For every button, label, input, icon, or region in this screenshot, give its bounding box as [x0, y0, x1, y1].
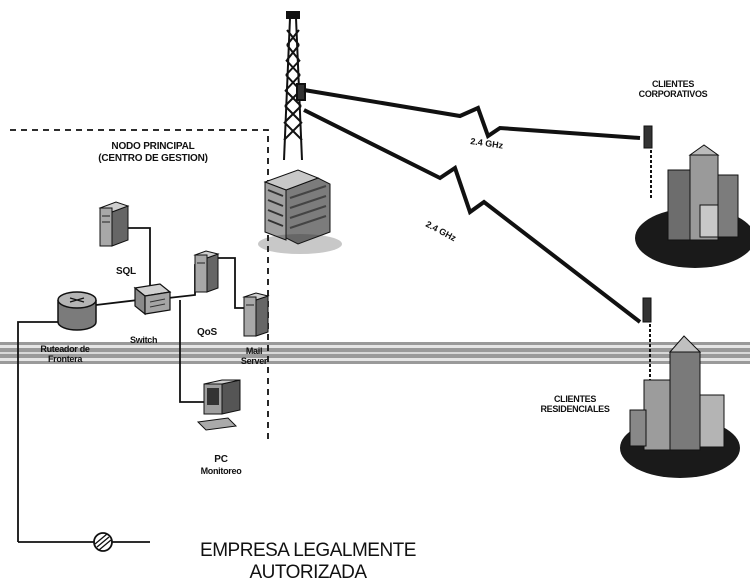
wireless-links [303, 88, 642, 324]
router-label: Ruteador de Frontera [34, 344, 96, 365]
residential-city-icon [620, 335, 740, 478]
sql-server-icon [98, 201, 130, 247]
clientes-residenciales-line2: RESIDENCIALES [540, 404, 610, 415]
residential-frequency-label: 2.4 GHz [424, 219, 458, 244]
corporate-city-icon [635, 144, 750, 268]
nodo-principal-line1: NODO PRINCIPAL [111, 141, 195, 152]
nodo-boundary [10, 129, 269, 440]
router-label-line2: Frontera [47, 354, 83, 365]
coil-symbol-icon [93, 532, 113, 552]
qos-server-icon [193, 250, 220, 293]
empresa-label: EMPRESA LEGALMENTE AUTORIZADA [178, 540, 438, 584]
nodo-principal-title: NODO PRINCIPAL (CENTRO DE GESTION) [78, 141, 228, 164]
clientes-corporativos-line2: CORPORATIVOS [638, 89, 708, 100]
qos-label: QoS [197, 327, 217, 338]
mail-server-icon [242, 292, 270, 337]
corporate-frequency-label: 2.4 GHz [470, 136, 505, 151]
clientes-corporativos-label: CLIENTES CORPORATIVOS [618, 79, 728, 100]
switch-icon [133, 283, 172, 316]
network-cables [17, 227, 244, 543]
pc-icon [196, 379, 241, 431]
switch-label: Switch [130, 335, 158, 345]
pc-label: PC Monitoreo [190, 454, 252, 476]
antenna-tower-icon [283, 11, 306, 161]
residential-antenna-icon [642, 297, 652, 380]
pc-label-line1: PC [214, 454, 228, 465]
clientes-corporativos-line1: CLIENTES [651, 79, 695, 89]
empresa-line2: AUTORIZADA [249, 561, 367, 583]
horizontal-band [0, 342, 750, 364]
clientes-residenciales-line1: CLIENTES [553, 394, 597, 404]
mail-label-line2: Server [240, 356, 268, 367]
router-label-line1: Ruteador de [40, 344, 90, 354]
router-icon [57, 291, 97, 331]
empresa-line1: EMPRESA LEGALMENTE [200, 540, 416, 561]
mail-server-label: Mail Server [234, 346, 274, 367]
node-building-icon [258, 169, 342, 254]
corporate-antenna-icon [643, 125, 653, 200]
sql-label: SQL [116, 266, 136, 277]
nodo-principal-line2: (CENTRO DE GESTION) [98, 152, 208, 164]
clientes-residenciales-label: CLIENTES RESIDENCIALES [520, 394, 630, 415]
mail-label-line1: Mail [245, 346, 263, 356]
pc-label-line2: Monitoreo [200, 465, 242, 476]
